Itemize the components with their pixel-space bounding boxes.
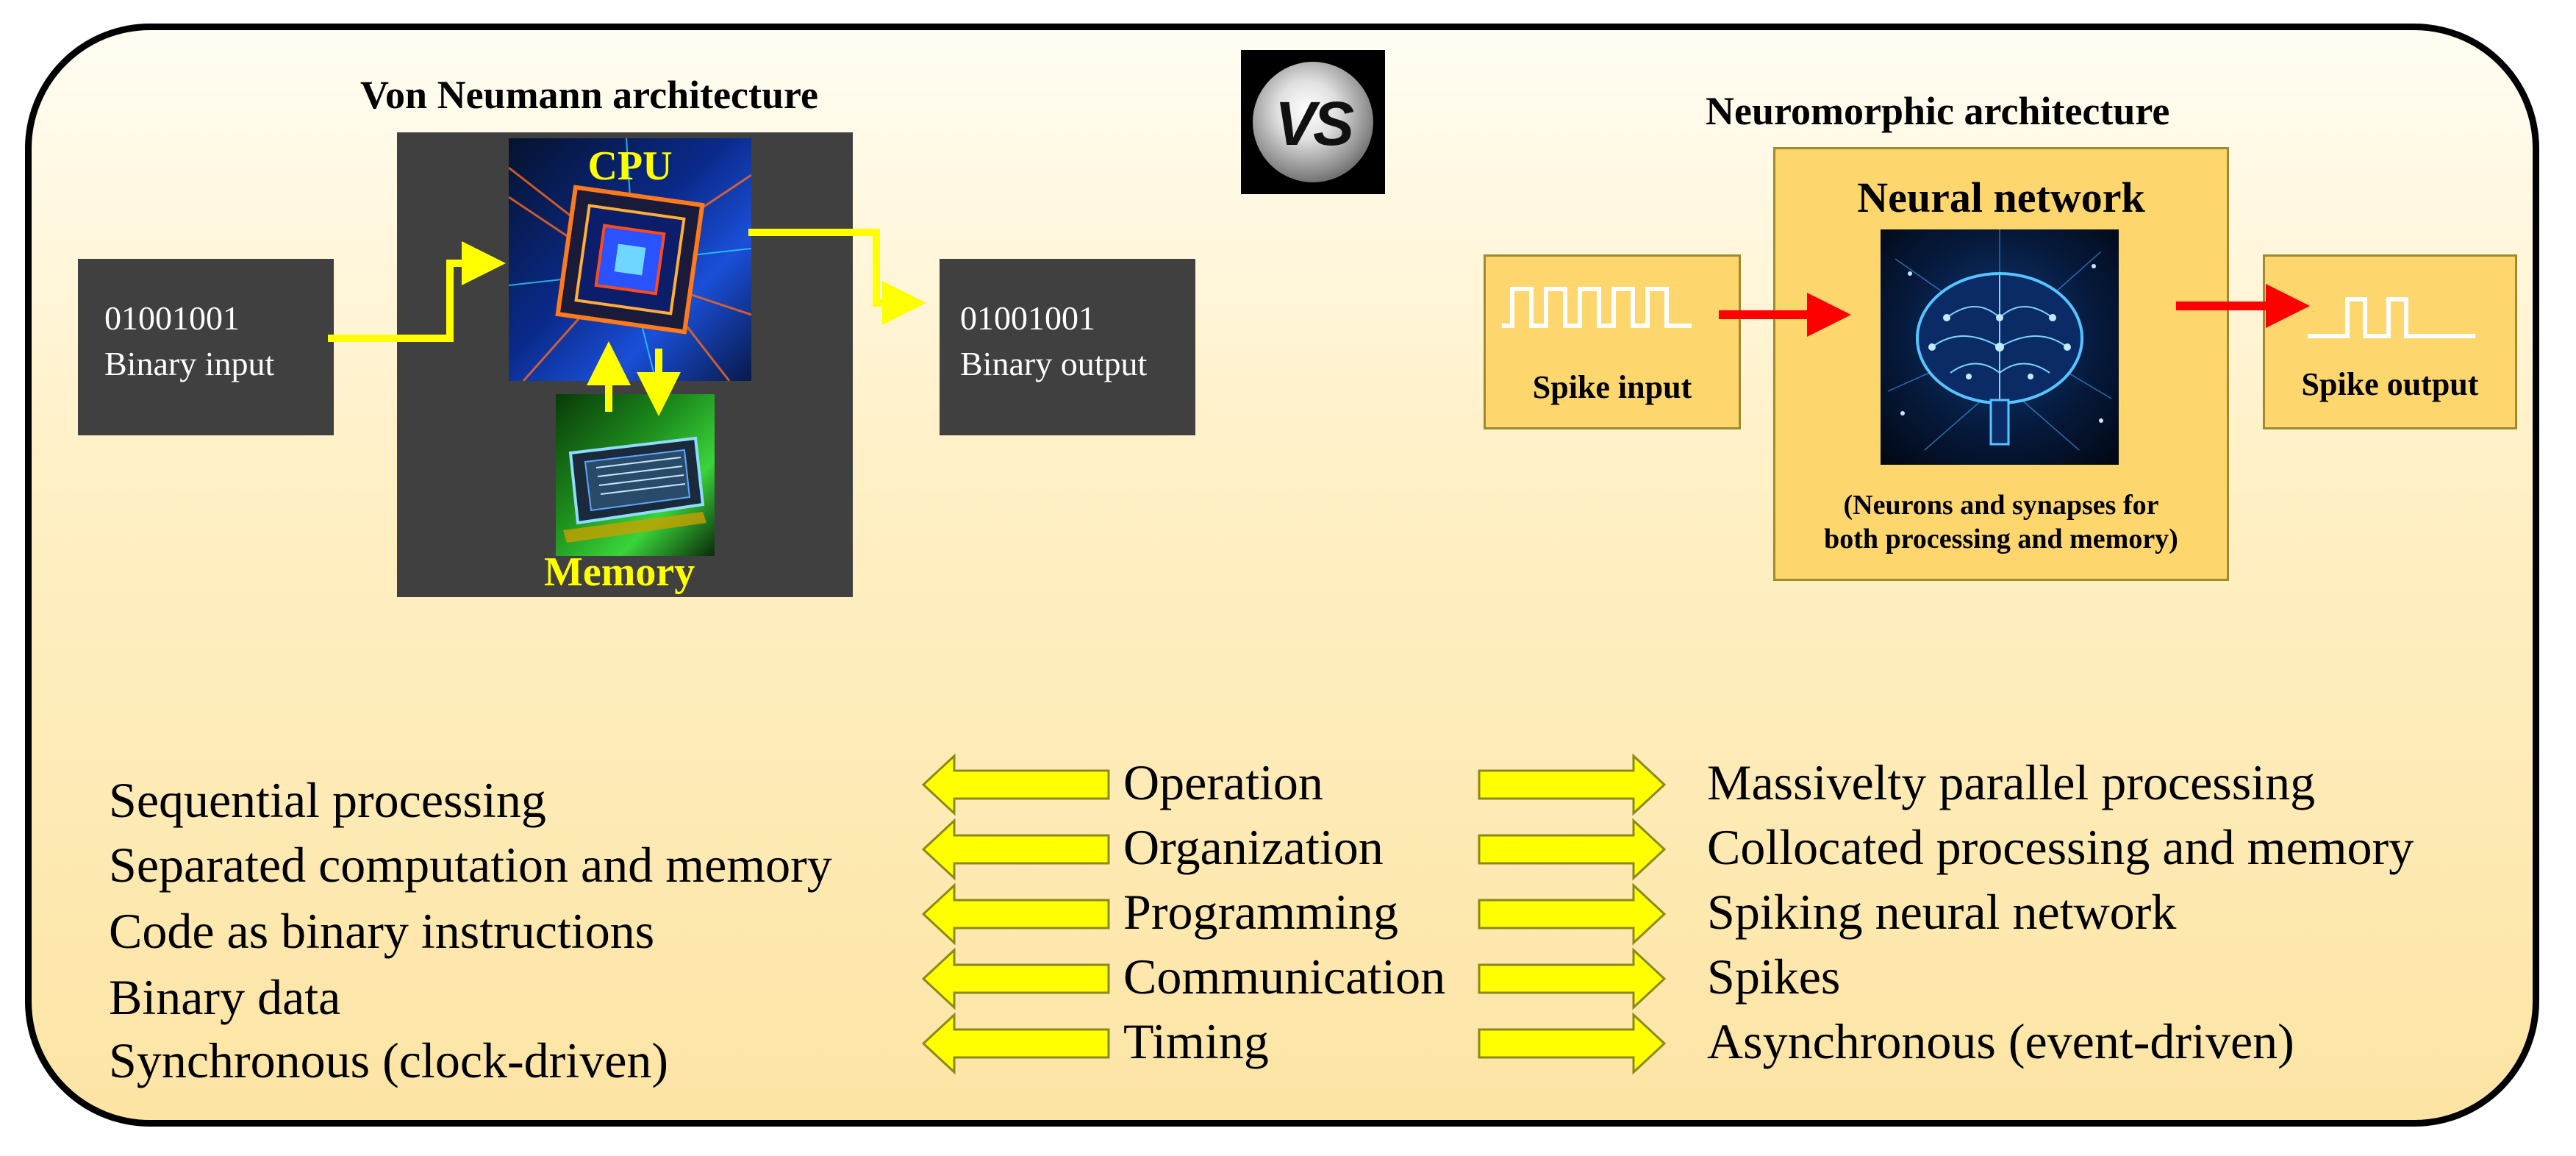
memory-chip-graphic	[563, 436, 706, 543]
binary-output-code: 01001001	[960, 299, 1095, 337]
neural-network-note-line1: (Neurons and synapses for	[1843, 490, 2159, 521]
comparison-right-4: Spikes	[1707, 949, 1841, 1005]
spike-output-box: Spike output	[2263, 254, 2517, 429]
comparison-left-4: Binary data	[109, 969, 341, 1025]
comparison-left-2: Separated computation and memory	[109, 837, 832, 893]
neural-network-box: Neural network (Neurons and synapses for…	[1773, 147, 2229, 581]
comparison-left-5: Synchronous (clock-driven)	[109, 1032, 669, 1088]
comparison-aspect-3: Programming	[1123, 884, 1398, 940]
binary-output-label: Binary output	[960, 345, 1148, 382]
binary-input-box: 01001001 Binary input	[78, 259, 334, 435]
neural-network-title: Neural network	[1857, 174, 2145, 221]
comparison-right-2: Collocated processing and memory	[1707, 819, 2414, 875]
spike-output-waveform	[2308, 297, 2475, 338]
binary-output-box: 01001001 Binary output	[940, 259, 1195, 435]
comparison-right-3: Spiking neural network	[1707, 884, 2177, 940]
vs-text: VS	[1274, 89, 1354, 158]
spike-output-label: Spike output	[2301, 366, 2479, 402]
memory-label: Memory	[544, 549, 695, 595]
binary-input-code: 01001001	[104, 299, 240, 337]
brain-network-image	[1881, 229, 2119, 465]
comparison-aspect-4: Communication	[1123, 949, 1446, 1005]
comparison-right-5: Asynchronous (event-driven)	[1707, 1013, 2294, 1069]
neuromorphic-title: Neuromorphic architecture	[1706, 89, 2170, 133]
von-neumann-title: Von Neumann architecture	[360, 73, 819, 117]
vs-badge: VS	[1241, 50, 1385, 194]
cpu-chip-graphic	[509, 138, 751, 381]
cpu-chip-image: CPU	[509, 138, 751, 381]
comparison-left-3: Code as binary instructions	[109, 903, 655, 959]
brain-graphic	[1887, 229, 2112, 451]
spike-input-box: Spike input	[1484, 254, 1741, 429]
memory-chip-image	[556, 394, 715, 556]
comparison-left-1: Sequential processing	[109, 772, 546, 828]
spike-input-label: Spike input	[1532, 369, 1692, 405]
binary-input-label: Binary input	[104, 345, 275, 382]
comparison-aspect-2: Organization	[1123, 819, 1384, 875]
comparison-aspect-5: Timing	[1123, 1013, 1269, 1069]
cpu-label: CPU	[587, 143, 673, 189]
neural-network-note-line2: both processing and memory)	[1824, 524, 2178, 554]
comparison-aspect-1: Operation	[1123, 754, 1323, 810]
spike-input-waveform	[1502, 287, 1692, 328]
comparison-right-1: Massivelty parallel processing	[1707, 754, 2316, 810]
